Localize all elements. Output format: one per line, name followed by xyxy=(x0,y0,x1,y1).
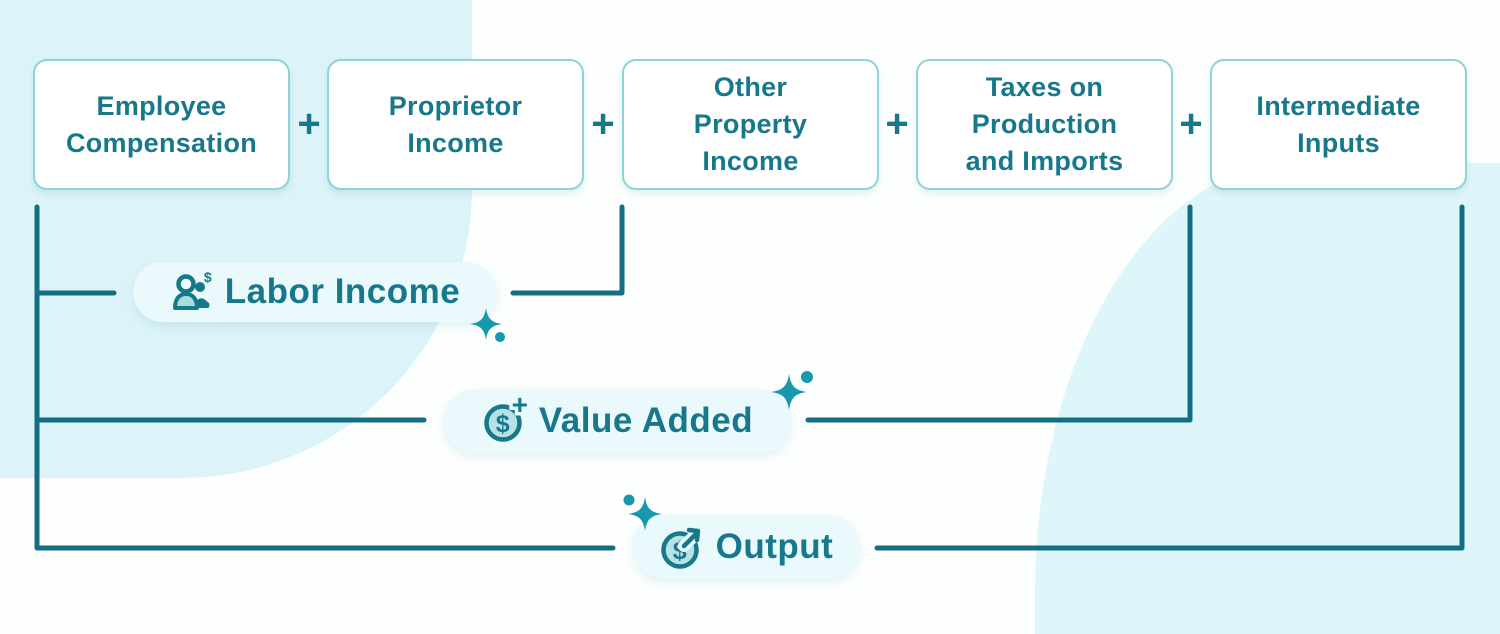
box-proprietor-income: Proprietor Income xyxy=(327,59,584,190)
coin-arrow-icon: $ xyxy=(660,525,704,569)
box-label-line: Proprietor xyxy=(388,90,523,121)
box-taxes-production-imports: Taxes on Production and Imports xyxy=(916,59,1173,190)
box-label-line: Inputs xyxy=(1297,127,1380,158)
box-label-line: Production xyxy=(971,109,1118,139)
plus-operator: + xyxy=(297,102,321,146)
box-label-line: Taxes on xyxy=(985,72,1104,102)
svg-text:$: $ xyxy=(204,269,212,285)
box-other-property-income: Other Property Income xyxy=(622,59,879,190)
box-label-line: Compensation xyxy=(65,127,258,158)
person-dollar-icon: $ xyxy=(172,269,212,310)
box-label-line: Intermediate xyxy=(1256,90,1421,121)
background-blob-bottom-right xyxy=(1035,163,1500,634)
plus-operator: + xyxy=(885,102,909,146)
pill-label: Labor Income xyxy=(224,272,461,311)
box-label-line: Income xyxy=(702,146,799,176)
plus-operator: + xyxy=(591,102,615,146)
pill-label: Value Added xyxy=(538,401,754,440)
box-label-line: Income xyxy=(407,127,504,158)
box-label-line: and Imports xyxy=(965,146,1124,176)
connector-labor-right xyxy=(510,204,625,296)
labor-income-pill: $ Labor Income xyxy=(133,262,497,322)
svg-text:$: $ xyxy=(496,410,510,438)
box-employee-compensation: Employee Compensation xyxy=(33,59,290,190)
plus-operator: + xyxy=(1179,102,1203,146)
output-pill: $ Output xyxy=(632,515,860,578)
value-added-pill: $ + Value Added xyxy=(443,389,792,453)
box-intermediate-inputs: Intermediate Inputs xyxy=(1210,59,1467,190)
pill-label: Output xyxy=(715,526,834,566)
svg-text:+: + xyxy=(511,397,528,420)
box-label-line: Property xyxy=(693,109,808,139)
coin-plus-icon: $ + xyxy=(484,397,530,442)
box-label-line: Other xyxy=(713,72,788,102)
box-label-line: Employee xyxy=(96,90,227,121)
